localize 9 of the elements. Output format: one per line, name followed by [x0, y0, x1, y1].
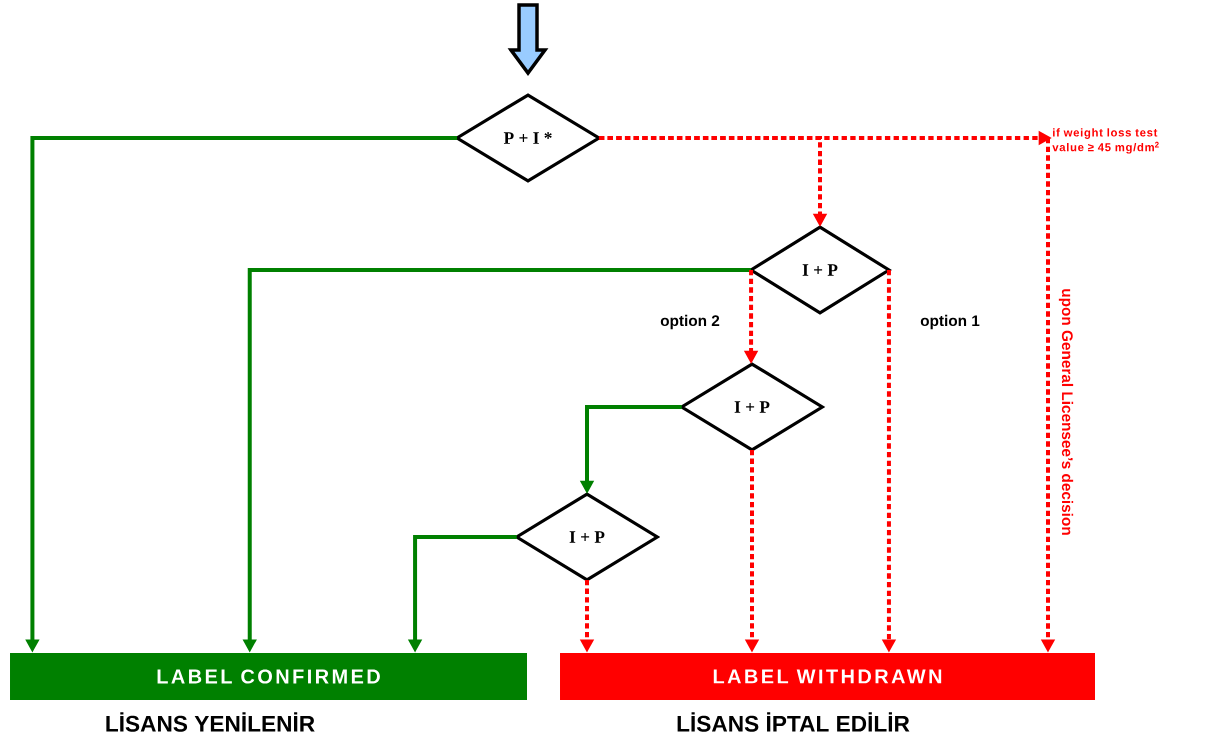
condition-text: if weight loss test value ≥ 45 mg/dm$^{2}$	[1052, 128, 1159, 154]
outcome-box: LABEL CONFIRMED	[10, 653, 527, 700]
edge-label: option 2	[658, 313, 722, 331]
edge-label: upon General Licensee’s decision	[1057, 286, 1075, 538]
block-arrow	[507, 3, 549, 76]
edge-label: option 1	[918, 313, 982, 331]
outcome-caption: LİSANS YENİLENİR	[106, 712, 315, 732]
outcome-box: LABEL WITHDRAWN	[560, 653, 1095, 700]
outcome-caption: LİSANS İPTAL EDİLİR	[677, 712, 910, 732]
